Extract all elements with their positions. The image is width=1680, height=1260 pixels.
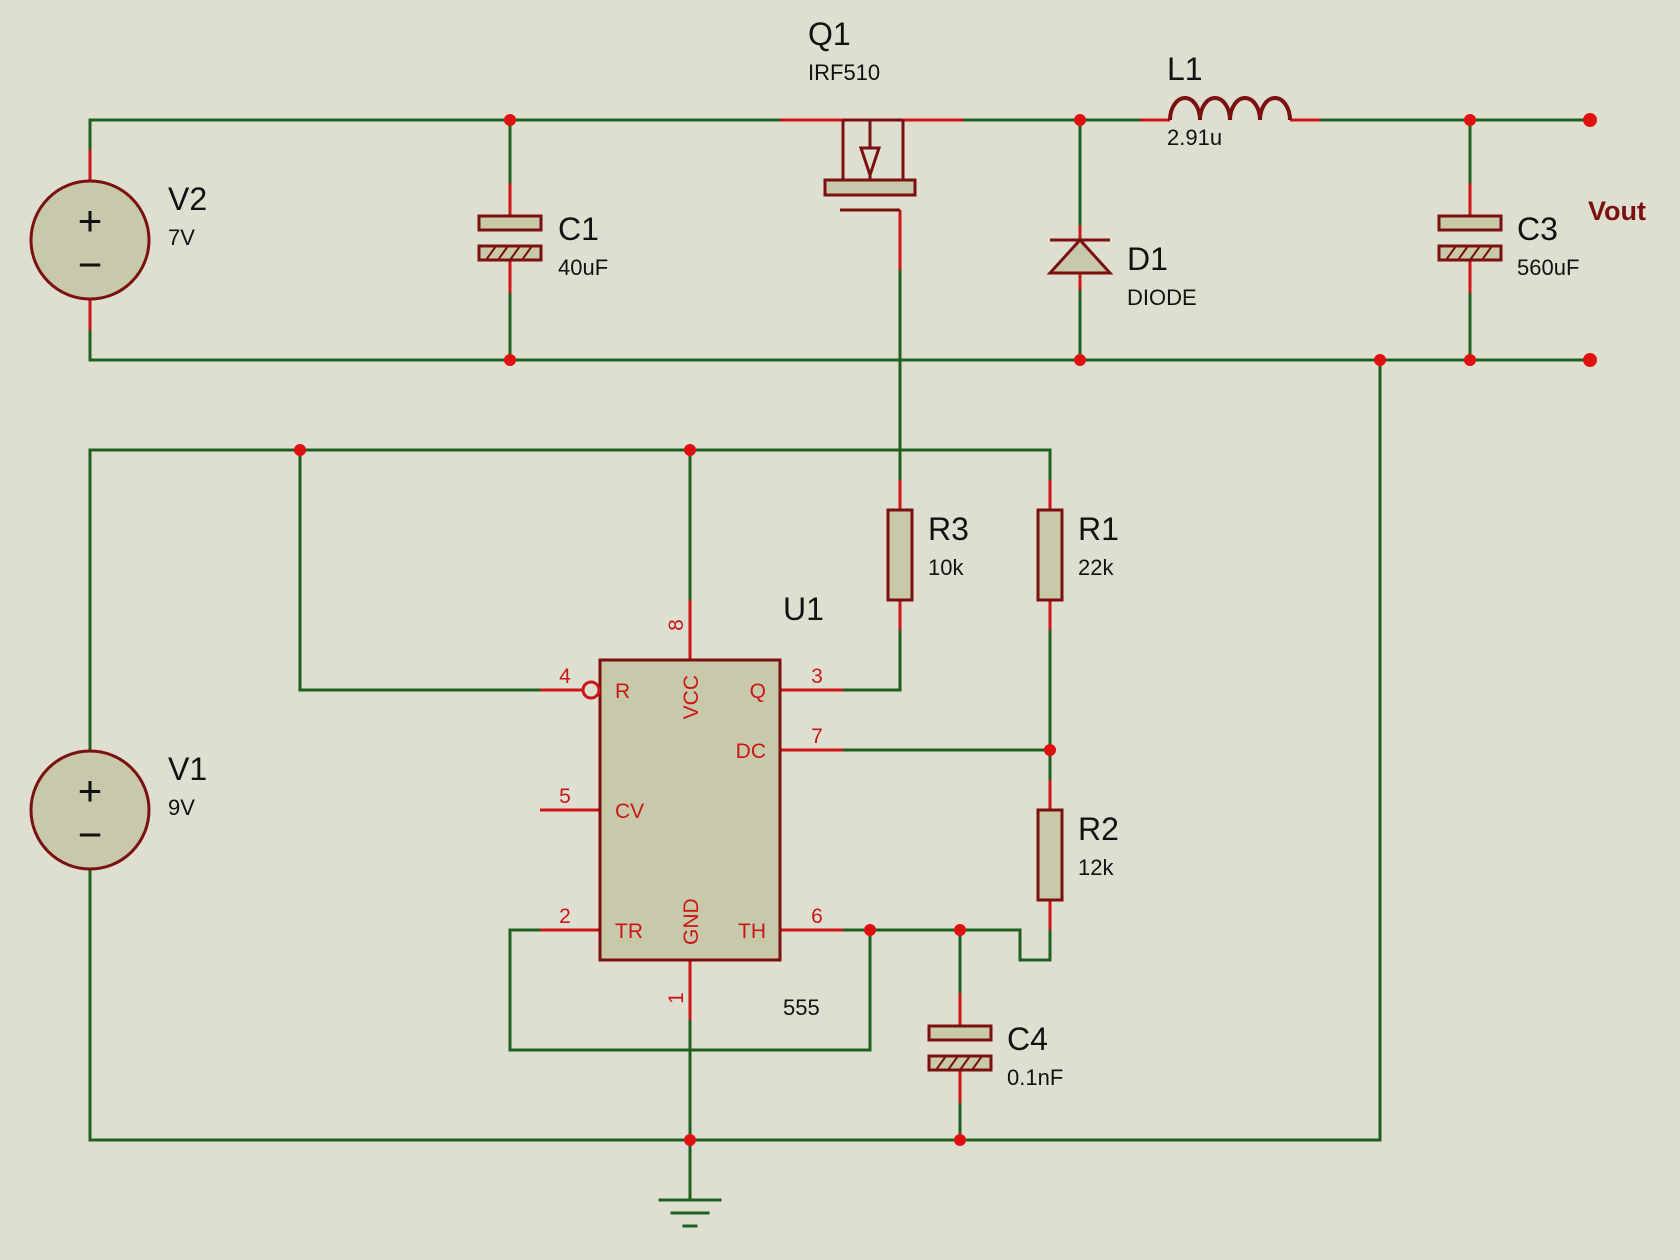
minus-symbol: − [78, 811, 103, 858]
c1-value: 40uF [558, 255, 608, 280]
v1-value: 9V [168, 795, 195, 820]
gnd-terminal [1583, 353, 1597, 367]
junction-dot [1074, 354, 1086, 366]
junction-dot [684, 444, 696, 456]
pin-name-th: TH [738, 920, 766, 943]
mosfet-q1[interactable]: Q1 IRF510 [780, 16, 963, 270]
pin-num-gnd: 1 [665, 992, 688, 1004]
capacitor-c1[interactable]: C1 40uF [477, 183, 608, 293]
junction-dot [504, 354, 516, 366]
plus-symbol: + [78, 767, 103, 814]
pin-num-vcc: 8 [665, 619, 688, 631]
diode-d1[interactable]: D1 DIODE [1046, 225, 1197, 310]
c4-value: 0.1nF [1007, 1065, 1063, 1090]
r2-ref: R2 [1078, 811, 1119, 847]
resistor-r1[interactable]: R1 22k [1036, 480, 1119, 630]
q1-value: IRF510 [808, 60, 880, 85]
junctions [294, 113, 1597, 1146]
pin-name-gnd: GND [680, 898, 703, 945]
plus-symbol: + [78, 197, 103, 244]
pin-num-th: 6 [811, 905, 823, 928]
v2-value: 7V [168, 225, 195, 250]
resistor-r3[interactable]: R3 10k [886, 480, 969, 630]
junction-dot [954, 924, 966, 936]
capacitor-c4[interactable]: C4 0.1nF [927, 993, 1063, 1103]
junction-dot [1374, 354, 1386, 366]
r3-ref: R3 [928, 511, 969, 547]
u1-ref: U1 [783, 591, 824, 627]
vout-label: Vout [1588, 196, 1646, 226]
junction-dot [864, 924, 876, 936]
vout-terminal [1583, 113, 1597, 127]
d1-ref: D1 [1127, 241, 1168, 277]
source-v1[interactable]: + − V1 9V [29, 749, 207, 871]
pin-name-q: Q [750, 680, 766, 703]
junction-dot [1464, 354, 1476, 366]
minus-symbol: − [78, 241, 103, 288]
pin-num-r: 4 [559, 665, 571, 688]
capacitor-c3[interactable]: C3 560uF [1437, 183, 1579, 293]
junction-dot [684, 1134, 696, 1146]
l1-value: 2.91u [1167, 125, 1222, 150]
source-v2[interactable]: + − V2 7V [29, 150, 207, 330]
inductor-l1[interactable]: L1 2.91u [1140, 51, 1320, 150]
v1-ref: V1 [168, 751, 207, 787]
c4-ref: C4 [1007, 1021, 1048, 1057]
junction-dot [1044, 744, 1056, 756]
c1-ref: C1 [558, 211, 599, 247]
junction-dot [1074, 114, 1086, 126]
pin-num-dc: 7 [811, 725, 823, 748]
r1-value: 22k [1078, 555, 1114, 580]
c3-value: 560uF [1517, 255, 1579, 280]
junction-dot [504, 114, 516, 126]
d1-value: DIODE [1127, 285, 1197, 310]
junction-dot [1464, 114, 1476, 126]
pin-name-dc: DC [736, 740, 766, 763]
pin-num-tr: 2 [559, 905, 571, 928]
pin-name-cv: CV [615, 800, 644, 823]
q1-ref: Q1 [808, 16, 851, 52]
pin-num-cv: 5 [559, 785, 571, 808]
pin-name-tr: TR [615, 920, 643, 943]
v2-ref: V2 [168, 181, 207, 217]
r1-ref: R1 [1078, 511, 1119, 547]
junction-dot [954, 1134, 966, 1146]
r3-value: 10k [928, 555, 964, 580]
pin-num-q: 3 [811, 665, 823, 688]
junction-dot [294, 444, 306, 456]
ic-u1-555[interactable]: 4 5 2 3 7 6 8 1 R CV TR Q DC TH VCC GND … [540, 591, 843, 1020]
l1-ref: L1 [1167, 51, 1203, 87]
wires [88, 118, 1592, 1202]
r2-value: 12k [1078, 855, 1114, 880]
pin-name-r: R [615, 680, 630, 703]
c3-ref: C3 [1517, 211, 1558, 247]
ground-icon [658, 1198, 722, 1228]
resistor-r2[interactable]: R2 12k [1036, 780, 1119, 930]
pin-name-vcc: VCC [680, 675, 703, 719]
u1-value: 555 [783, 995, 820, 1020]
